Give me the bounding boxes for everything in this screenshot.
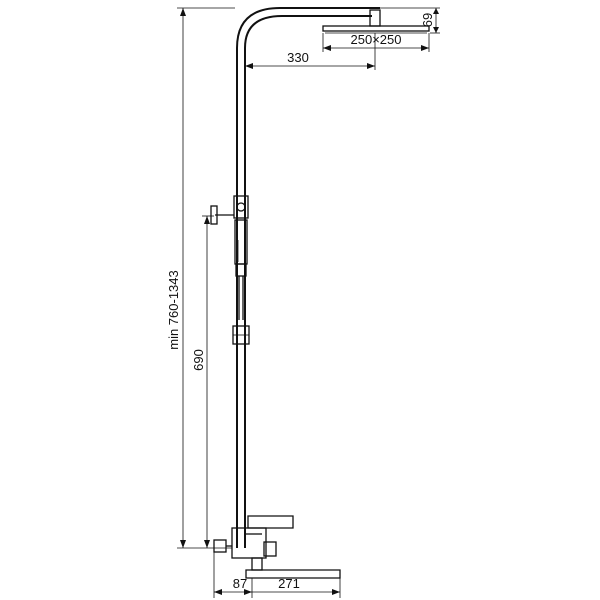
rain-shower-head [322, 9, 430, 34]
head-size-label: 250×250 [351, 32, 402, 47]
slide-holder [232, 325, 250, 345]
spout-length-label: 271 [278, 576, 300, 591]
hand-shower-height-label: 690 [191, 349, 206, 371]
spout-length-dimension: 271 [252, 576, 341, 598]
overall-height-dimension: min 760-1343 [166, 7, 235, 549]
diverter-valve [210, 195, 249, 225]
riser-pipe [236, 48, 246, 548]
arm-reach-label: 330 [287, 50, 309, 65]
hand-shower [234, 219, 248, 320]
head-top-height-dimension: 69 [380, 7, 440, 34]
arm-reach-dimension: 330 [245, 33, 376, 70]
head-size-dimension: 250×250 [322, 32, 430, 52]
hand-shower-height-dimension: 690 [191, 215, 214, 548]
overall-height-label: min 760-1343 [166, 270, 181, 350]
spout-offset-label: 87 [233, 576, 247, 591]
shower-arm [236, 7, 380, 49]
head-top-height-label: 69 [420, 13, 435, 27]
spout-offset-dimension: 87 [213, 552, 253, 598]
bath-mixer [213, 515, 341, 579]
